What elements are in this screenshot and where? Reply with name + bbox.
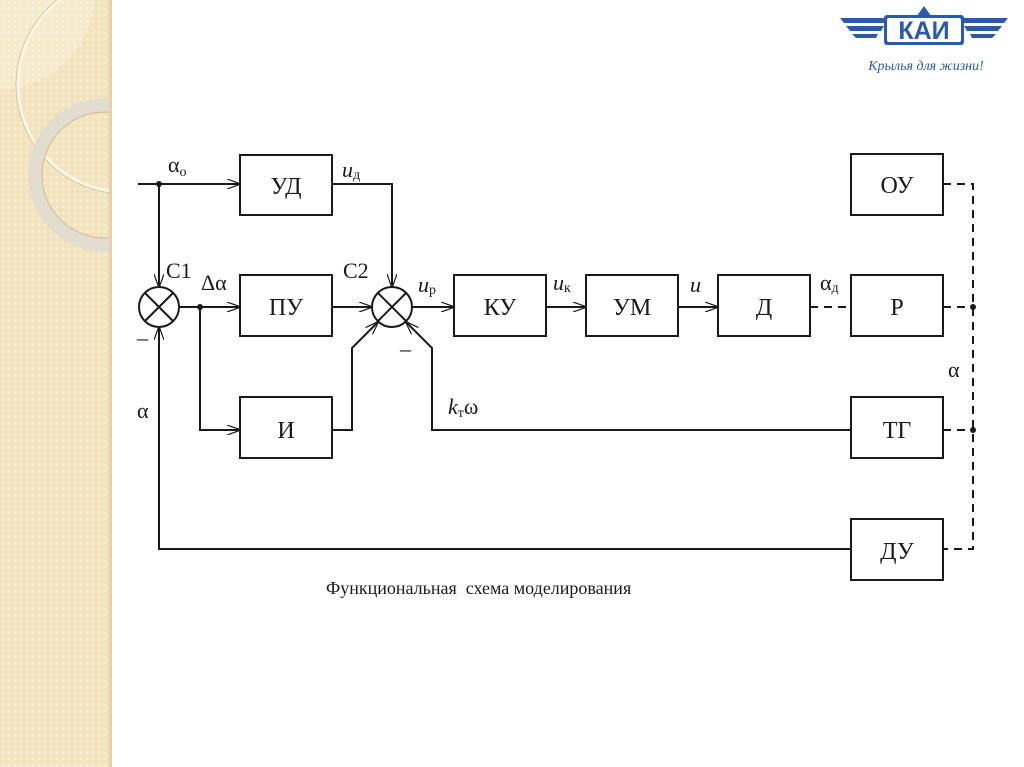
- line-i-to-c2: [332, 322, 378, 431]
- block-pu-label: ПУ: [269, 295, 303, 321]
- kai-logo: КАИ Крылья для жизни!: [838, 6, 1010, 88]
- summator-c2-label: С2: [343, 258, 369, 283]
- signal-u: u: [690, 272, 701, 297]
- summator-c2: [371, 286, 413, 328]
- block-ou-label: ОУ: [881, 173, 914, 199]
- block-ku-label: КУ: [484, 295, 517, 321]
- logo-slogan: Крылья для жизни!: [867, 59, 984, 74]
- summator-c1: [138, 286, 180, 328]
- dashed-shaft-line: [943, 183, 974, 550]
- logo-brand-text: КАИ: [898, 17, 949, 45]
- block-r-label: Р: [890, 295, 903, 321]
- minus-sign-c1: –: [136, 325, 149, 350]
- block-d-label: Д: [756, 295, 772, 321]
- block-ud-label: УД: [271, 174, 302, 200]
- junction-dot: [197, 304, 203, 310]
- block-tg-label: ТГ: [883, 418, 912, 444]
- signal-u-d: uд: [342, 157, 360, 183]
- signal-alpha-feedback: α: [137, 398, 149, 423]
- summator-c1-label: С1: [166, 258, 192, 283]
- block-du-label: ДУ: [880, 539, 914, 565]
- junction-dot: [156, 181, 162, 187]
- signal-kt-omega: kтω: [448, 394, 478, 421]
- signal-alpha0: αо: [168, 152, 187, 180]
- signal-alpha-shaft: α: [948, 357, 960, 382]
- junction-dot: [970, 304, 976, 310]
- signal-delta-alpha: Δα: [201, 270, 227, 295]
- junction-dot: [970, 427, 976, 433]
- decorative-sidebar: [0, 0, 112, 767]
- block-r: [850, 274, 944, 337]
- line-delta-to-i: [199, 307, 240, 430]
- signal-alpha-d: αд: [820, 270, 839, 296]
- signal-u-k: uк: [553, 270, 571, 296]
- minus-sign-c2: –: [399, 336, 412, 361]
- diagram-caption: Функциональная схема моделирования: [326, 578, 632, 598]
- block-i-label: И: [277, 418, 294, 444]
- line-du-to-c1: [159, 327, 851, 550]
- signal-u-p: uр: [418, 272, 436, 298]
- block-um-label: УМ: [613, 295, 651, 321]
- line-ud-to-c2: [332, 183, 392, 287]
- sidebar-rings-decoration: [0, 0, 112, 252]
- line-tg-to-c2: [406, 322, 851, 431]
- block-tg: [850, 396, 944, 459]
